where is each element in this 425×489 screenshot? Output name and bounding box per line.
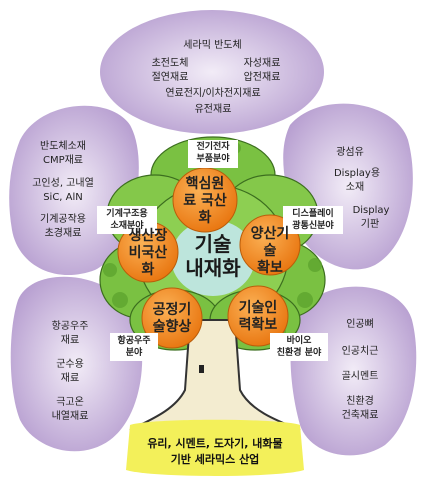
- bottom-right-petal-line1: 인공뼈: [346, 319, 374, 330]
- branch-label-bio-line2: 친환경 분야: [276, 348, 322, 358]
- orange-process-label: 공정기 술향상: [144, 302, 200, 336]
- branch-label-aerospace: 항공우주 분야: [110, 335, 158, 359]
- top-petal-line5: 유전재료: [194, 104, 232, 115]
- bottom-left-petal-line1: 항공우주: [51, 321, 89, 332]
- top-petal-line2a: 초전도체: [151, 58, 189, 69]
- bottom-right-petal: [290, 286, 417, 456]
- bottom-left-petal-line6: 내열재료: [51, 411, 89, 422]
- bottom-left-petal-line4: 재료: [60, 373, 80, 384]
- orange-process-line1: 공정기: [152, 302, 192, 318]
- base-banner-line1: 유리, 시멘트, 도자기, 내화물: [147, 437, 283, 450]
- orange-talent-line1: 기술인: [238, 300, 278, 316]
- orange-mass-line2: 술: [263, 243, 277, 259]
- top-petal-line4: 연료전지/이차전지재료: [165, 88, 261, 99]
- left-petal-line2: CMP재료: [42, 155, 84, 166]
- branch-label-mechanical-line2: 소재분야: [110, 221, 144, 231]
- branch-label-aerospace-line1: 항공우주: [117, 336, 151, 346]
- orange-talent: [227, 285, 289, 347]
- branch-label-display: 디스플레이 광통신분야: [283, 208, 343, 232]
- right-petal-line4: Display: [352, 205, 390, 216]
- branch-label-display-line2: 광통신분야: [292, 221, 334, 231]
- top-petal-line3b: 압전재료: [243, 72, 281, 83]
- trunk-knot: [199, 365, 204, 373]
- branch-label-electronics-line1: 전기전자: [196, 142, 230, 152]
- branch-label-aerospace-line2: 분야: [125, 348, 143, 358]
- bottom-right-petal-line3: 골시멘트: [341, 371, 379, 382]
- branch-label-mechanical: 기계구조용 소재분야: [97, 208, 157, 232]
- right-petal-line2: Display용: [333, 168, 381, 179]
- label-box-display: [283, 206, 343, 234]
- bottom-right-petal-line4: 친환경: [346, 396, 374, 407]
- left-petal-line5: 기계공작용: [40, 214, 86, 225]
- orange-local-line2: 비국산: [128, 245, 168, 261]
- base-banner-line2: 기반 세라믹스 산업: [170, 453, 260, 466]
- center-label-line1: 기술: [194, 232, 232, 256]
- bottom-left-petal-line5: 극고온: [56, 397, 84, 408]
- orange-mass-label: 양산기 술 확보: [242, 226, 298, 277]
- bottom-right-petal-line5: 건축재료: [341, 410, 379, 421]
- bottom-right-petal-line2: 인공치근: [341, 346, 379, 357]
- branch-label-bio-line1: 바이오: [286, 336, 312, 346]
- orange-local-line1: 생산장: [128, 228, 168, 244]
- orange-talent-label: 기술인 력확보: [230, 300, 286, 334]
- base-banner-text: 유리, 시멘트, 도자기, 내화물 기반 세라믹스 산업: [128, 436, 302, 468]
- bottom-left-petal-line2: 재료: [60, 335, 80, 346]
- label-box-mechanical: [97, 206, 157, 234]
- orange-local-line3: 화: [141, 262, 155, 278]
- branch-label-bio: 바이오 친환경 분야: [270, 335, 328, 359]
- top-petal-line1: 세라믹 반도체: [183, 40, 242, 51]
- orange-core-line1: 핵심원: [185, 176, 225, 192]
- orange-mass-line1: 양산기: [250, 226, 290, 242]
- center-label-line2: 내재화: [185, 256, 241, 280]
- left-petal-line3: 고인성, 고내열: [32, 178, 94, 189]
- top-petal: [100, 10, 324, 134]
- orange-local-label: 생산장 비국산 화: [120, 228, 176, 279]
- orange-core-line3: 화: [198, 210, 212, 226]
- right-petal-line3: 소재: [345, 182, 365, 193]
- orange-process-line2: 술향상: [152, 319, 192, 335]
- left-petal-line4: SiC, AlN: [43, 192, 83, 203]
- branch-label-electronics-line2: 부품분야: [196, 154, 230, 164]
- right-petal-line1: 광섬유: [336, 147, 364, 158]
- right-petal-line5: 기판: [360, 219, 380, 230]
- center-highlight: [171, 220, 255, 296]
- label-box-bio: [270, 333, 328, 361]
- label-box-aerospace: [110, 333, 158, 361]
- top-petal-line2b: 자성재료: [243, 58, 281, 69]
- left-petal-line6: 초경재료: [44, 228, 82, 239]
- bottom-left-petal: [10, 276, 143, 452]
- label-box-electronics: [188, 140, 238, 168]
- branch-label-display-line1: 디스플레이: [292, 209, 334, 219]
- orange-talent-line2: 력확보: [238, 317, 278, 333]
- orange-mass-line3: 확보: [257, 260, 283, 276]
- branch-label-mechanical-line1: 기계구조용: [106, 209, 148, 219]
- center-label: 기술 내재화: [175, 232, 251, 280]
- base-banner: [126, 419, 304, 476]
- left-petal-line1: 반도체소재: [40, 141, 86, 152]
- orange-core-label: 핵심원 료 국산 화: [175, 176, 235, 227]
- orange-core-line2: 료 국산: [183, 193, 227, 209]
- bottom-left-petal-line3: 군수용: [56, 359, 84, 370]
- branch-label-electronics: 전기전자 부품분야: [188, 141, 238, 165]
- top-petal-line3a: 절연재료: [151, 72, 189, 83]
